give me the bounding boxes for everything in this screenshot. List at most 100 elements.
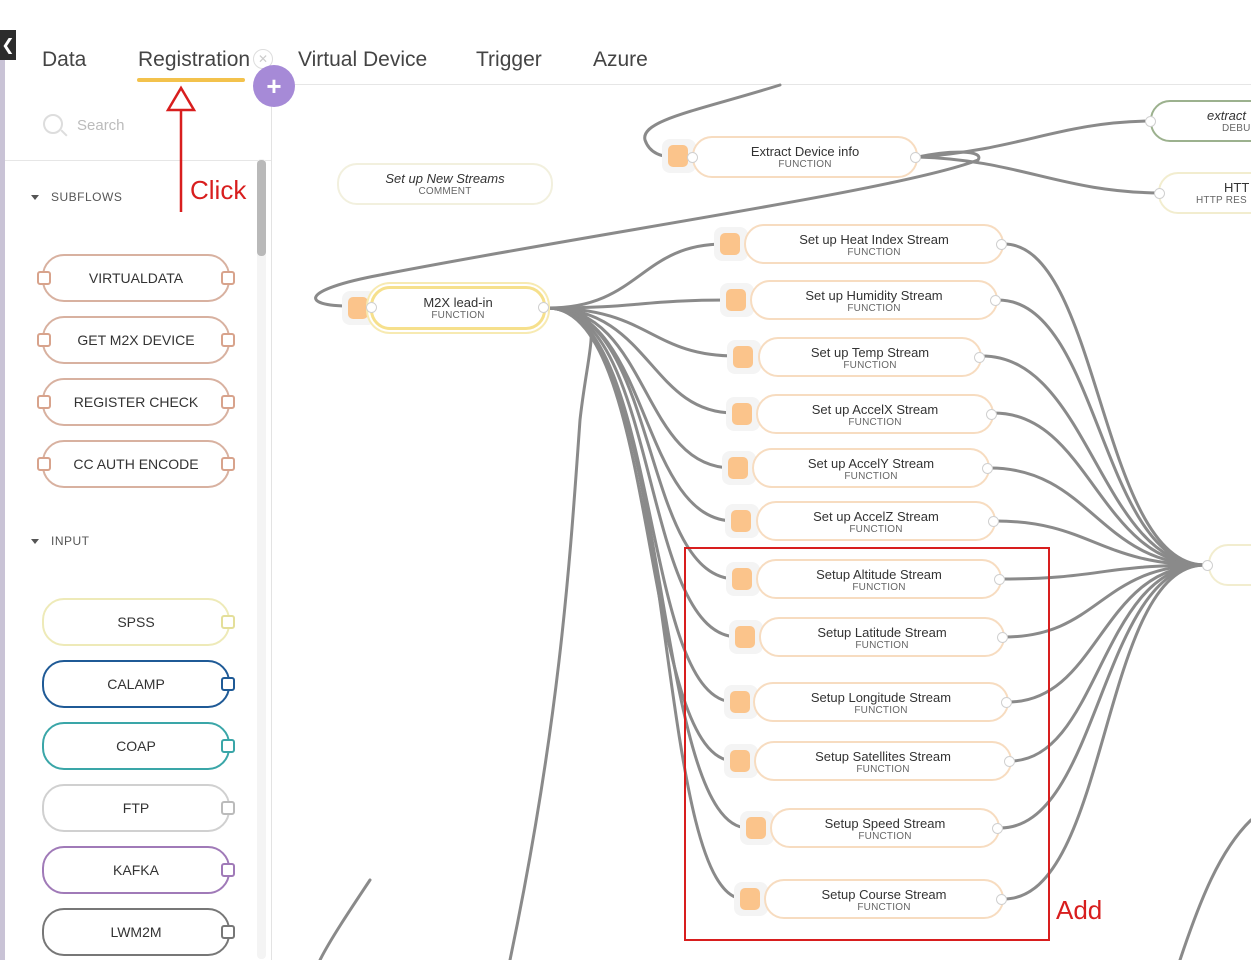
- node-temp-stream[interactable]: Set up Temp Stream FUNCTION: [758, 337, 982, 377]
- palette-node-get-m2x-device[interactable]: GET M2X DEVICE: [37, 316, 235, 364]
- node-heat-index-stream[interactable]: Set up Heat Index Stream FUNCTION: [744, 224, 1004, 264]
- palette-scrollbar-thumb[interactable]: [257, 160, 266, 256]
- output-port: [221, 739, 235, 753]
- comment-node[interactable]: Set up New Streams COMMENT: [337, 163, 553, 205]
- output-port[interactable]: [982, 463, 993, 474]
- input-port[interactable]: [1154, 188, 1165, 199]
- function-icon: [724, 685, 758, 719]
- function-icon: [727, 340, 761, 374]
- palette-node-calamp[interactable]: CALAMP: [42, 660, 235, 708]
- node-type: HTTP RES: [1196, 195, 1247, 206]
- output-port[interactable]: [996, 894, 1007, 905]
- wire: [992, 411, 1207, 567]
- output-port: [221, 615, 235, 629]
- node-longitude-stream[interactable]: Setup Longitude Stream FUNCTION: [753, 682, 1009, 722]
- node-label: Setup Altitude Stream: [816, 567, 942, 582]
- output-port[interactable]: [1004, 756, 1015, 767]
- node-http-response[interactable]: HTT HTTP RES: [1158, 172, 1251, 214]
- section-subflows[interactable]: SUBFLOWS: [31, 190, 122, 204]
- output-port[interactable]: [994, 574, 1005, 585]
- wire: [546, 242, 726, 310]
- node-type: FUNCTION: [854, 705, 908, 716]
- wire: [546, 306, 738, 581]
- input-port: [37, 271, 51, 285]
- palette-node-label: FTP: [122, 800, 150, 816]
- node-label: Setup Speed Stream: [824, 816, 946, 831]
- palette-scrollbar-track[interactable]: [257, 159, 266, 959]
- palette-search-input[interactable]: [75, 110, 239, 140]
- wire: [546, 306, 740, 639]
- wire: [546, 306, 738, 358]
- output-port: [221, 271, 235, 285]
- node-right-partial[interactable]: [1208, 544, 1251, 586]
- input-port[interactable]: [1145, 116, 1156, 127]
- node-altitude-stream[interactable]: Setup Altitude Stream FUNCTION: [756, 559, 1002, 599]
- palette-node-coap[interactable]: COAP: [42, 722, 235, 770]
- node-course-stream[interactable]: Setup Course Stream FUNCTION: [764, 879, 1004, 919]
- node-type: FUNCTION: [843, 360, 897, 371]
- node-satellites-stream[interactable]: Setup Satellites Stream FUNCTION: [754, 741, 1012, 781]
- node-label: Set up AccelX Stream: [811, 402, 939, 417]
- node-accelz-stream[interactable]: Set up AccelZ Stream FUNCTION: [756, 501, 996, 541]
- palette-node-virtualdata[interactable]: VIRTUALDATA: [37, 254, 235, 302]
- workspace-tab-bar: [0, 0, 1251, 85]
- output-port: [221, 677, 235, 691]
- palette-node-kafka[interactable]: KAFKA: [42, 846, 235, 894]
- node-accelx-stream[interactable]: Set up AccelX Stream FUNCTION: [756, 394, 994, 434]
- palette-node-register-check[interactable]: REGISTER CHECK: [37, 378, 235, 426]
- node-label: M2X lead-in: [423, 295, 493, 310]
- node-label: extract: [1207, 108, 1247, 123]
- palette-node-spss[interactable]: SPSS: [42, 598, 235, 646]
- output-port[interactable]: [538, 302, 549, 313]
- chevron-down-icon: [31, 195, 39, 201]
- input-port[interactable]: [1202, 560, 1213, 571]
- tab-data[interactable]: Data: [42, 48, 87, 71]
- output-port[interactable]: [1001, 697, 1012, 708]
- function-icon: [714, 227, 748, 261]
- node-accely-stream[interactable]: Set up AccelY Stream FUNCTION: [752, 448, 990, 488]
- wire: [1002, 563, 1207, 901]
- input-port: [37, 457, 51, 471]
- collapse-sidebar-button[interactable]: ❮: [0, 30, 16, 60]
- node-extract-device-info[interactable]: Extract Device info FUNCTION: [692, 136, 918, 178]
- palette-node-ftp[interactable]: FTP: [42, 784, 235, 832]
- node-type: FUNCTION: [855, 640, 909, 651]
- node-humidity-stream[interactable]: Set up Humidity Stream FUNCTION: [750, 280, 998, 320]
- output-port[interactable]: [910, 152, 921, 163]
- node-label: Setup Latitude Stream: [817, 625, 947, 640]
- node-m2x-lead-in[interactable]: M2X lead-in FUNCTION: [370, 286, 546, 330]
- output-port[interactable]: [990, 295, 1001, 306]
- tab-trigger[interactable]: Trigger: [476, 48, 542, 71]
- function-icon: [725, 504, 759, 538]
- add-tab-button[interactable]: +: [253, 65, 295, 107]
- output-port[interactable]: [996, 239, 1007, 250]
- wire: [318, 878, 372, 960]
- palette-node-label: KAFKA: [113, 862, 159, 878]
- wire: [314, 150, 981, 308]
- tab-virtual-device[interactable]: Virtual Device: [298, 48, 428, 71]
- output-port[interactable]: [986, 409, 997, 420]
- node-debug-extract[interactable]: extract DEBU: [1150, 100, 1251, 142]
- tab-registration[interactable]: Registration: [138, 48, 251, 71]
- output-port: [221, 457, 235, 471]
- input-port[interactable]: [366, 302, 377, 313]
- palette-node-lwm2m[interactable]: LWM2M: [42, 908, 235, 956]
- section-input[interactable]: INPUT: [31, 534, 90, 548]
- output-port[interactable]: [992, 823, 1003, 834]
- node-type: DEBU: [1222, 123, 1251, 134]
- output-port[interactable]: [974, 352, 985, 363]
- add-annotation-label: Add: [1056, 895, 1103, 925]
- output-port[interactable]: [988, 516, 999, 527]
- palette-node-label: CC AUTH ENCODE: [73, 456, 199, 472]
- node-label: Set up AccelY Stream: [807, 456, 935, 471]
- function-icon: [734, 882, 768, 916]
- palette-search: [43, 110, 243, 140]
- node-speed-stream[interactable]: Setup Speed Stream FUNCTION: [770, 808, 1000, 848]
- tab-azure[interactable]: Azure: [593, 48, 648, 71]
- node-type: FUNCTION: [856, 764, 910, 775]
- wire: [980, 354, 1207, 567]
- output-port[interactable]: [997, 632, 1008, 643]
- function-icon: [720, 283, 754, 317]
- palette-node-cc-auth-encode[interactable]: CC AUTH ENCODE: [37, 440, 235, 488]
- input-port[interactable]: [687, 152, 698, 163]
